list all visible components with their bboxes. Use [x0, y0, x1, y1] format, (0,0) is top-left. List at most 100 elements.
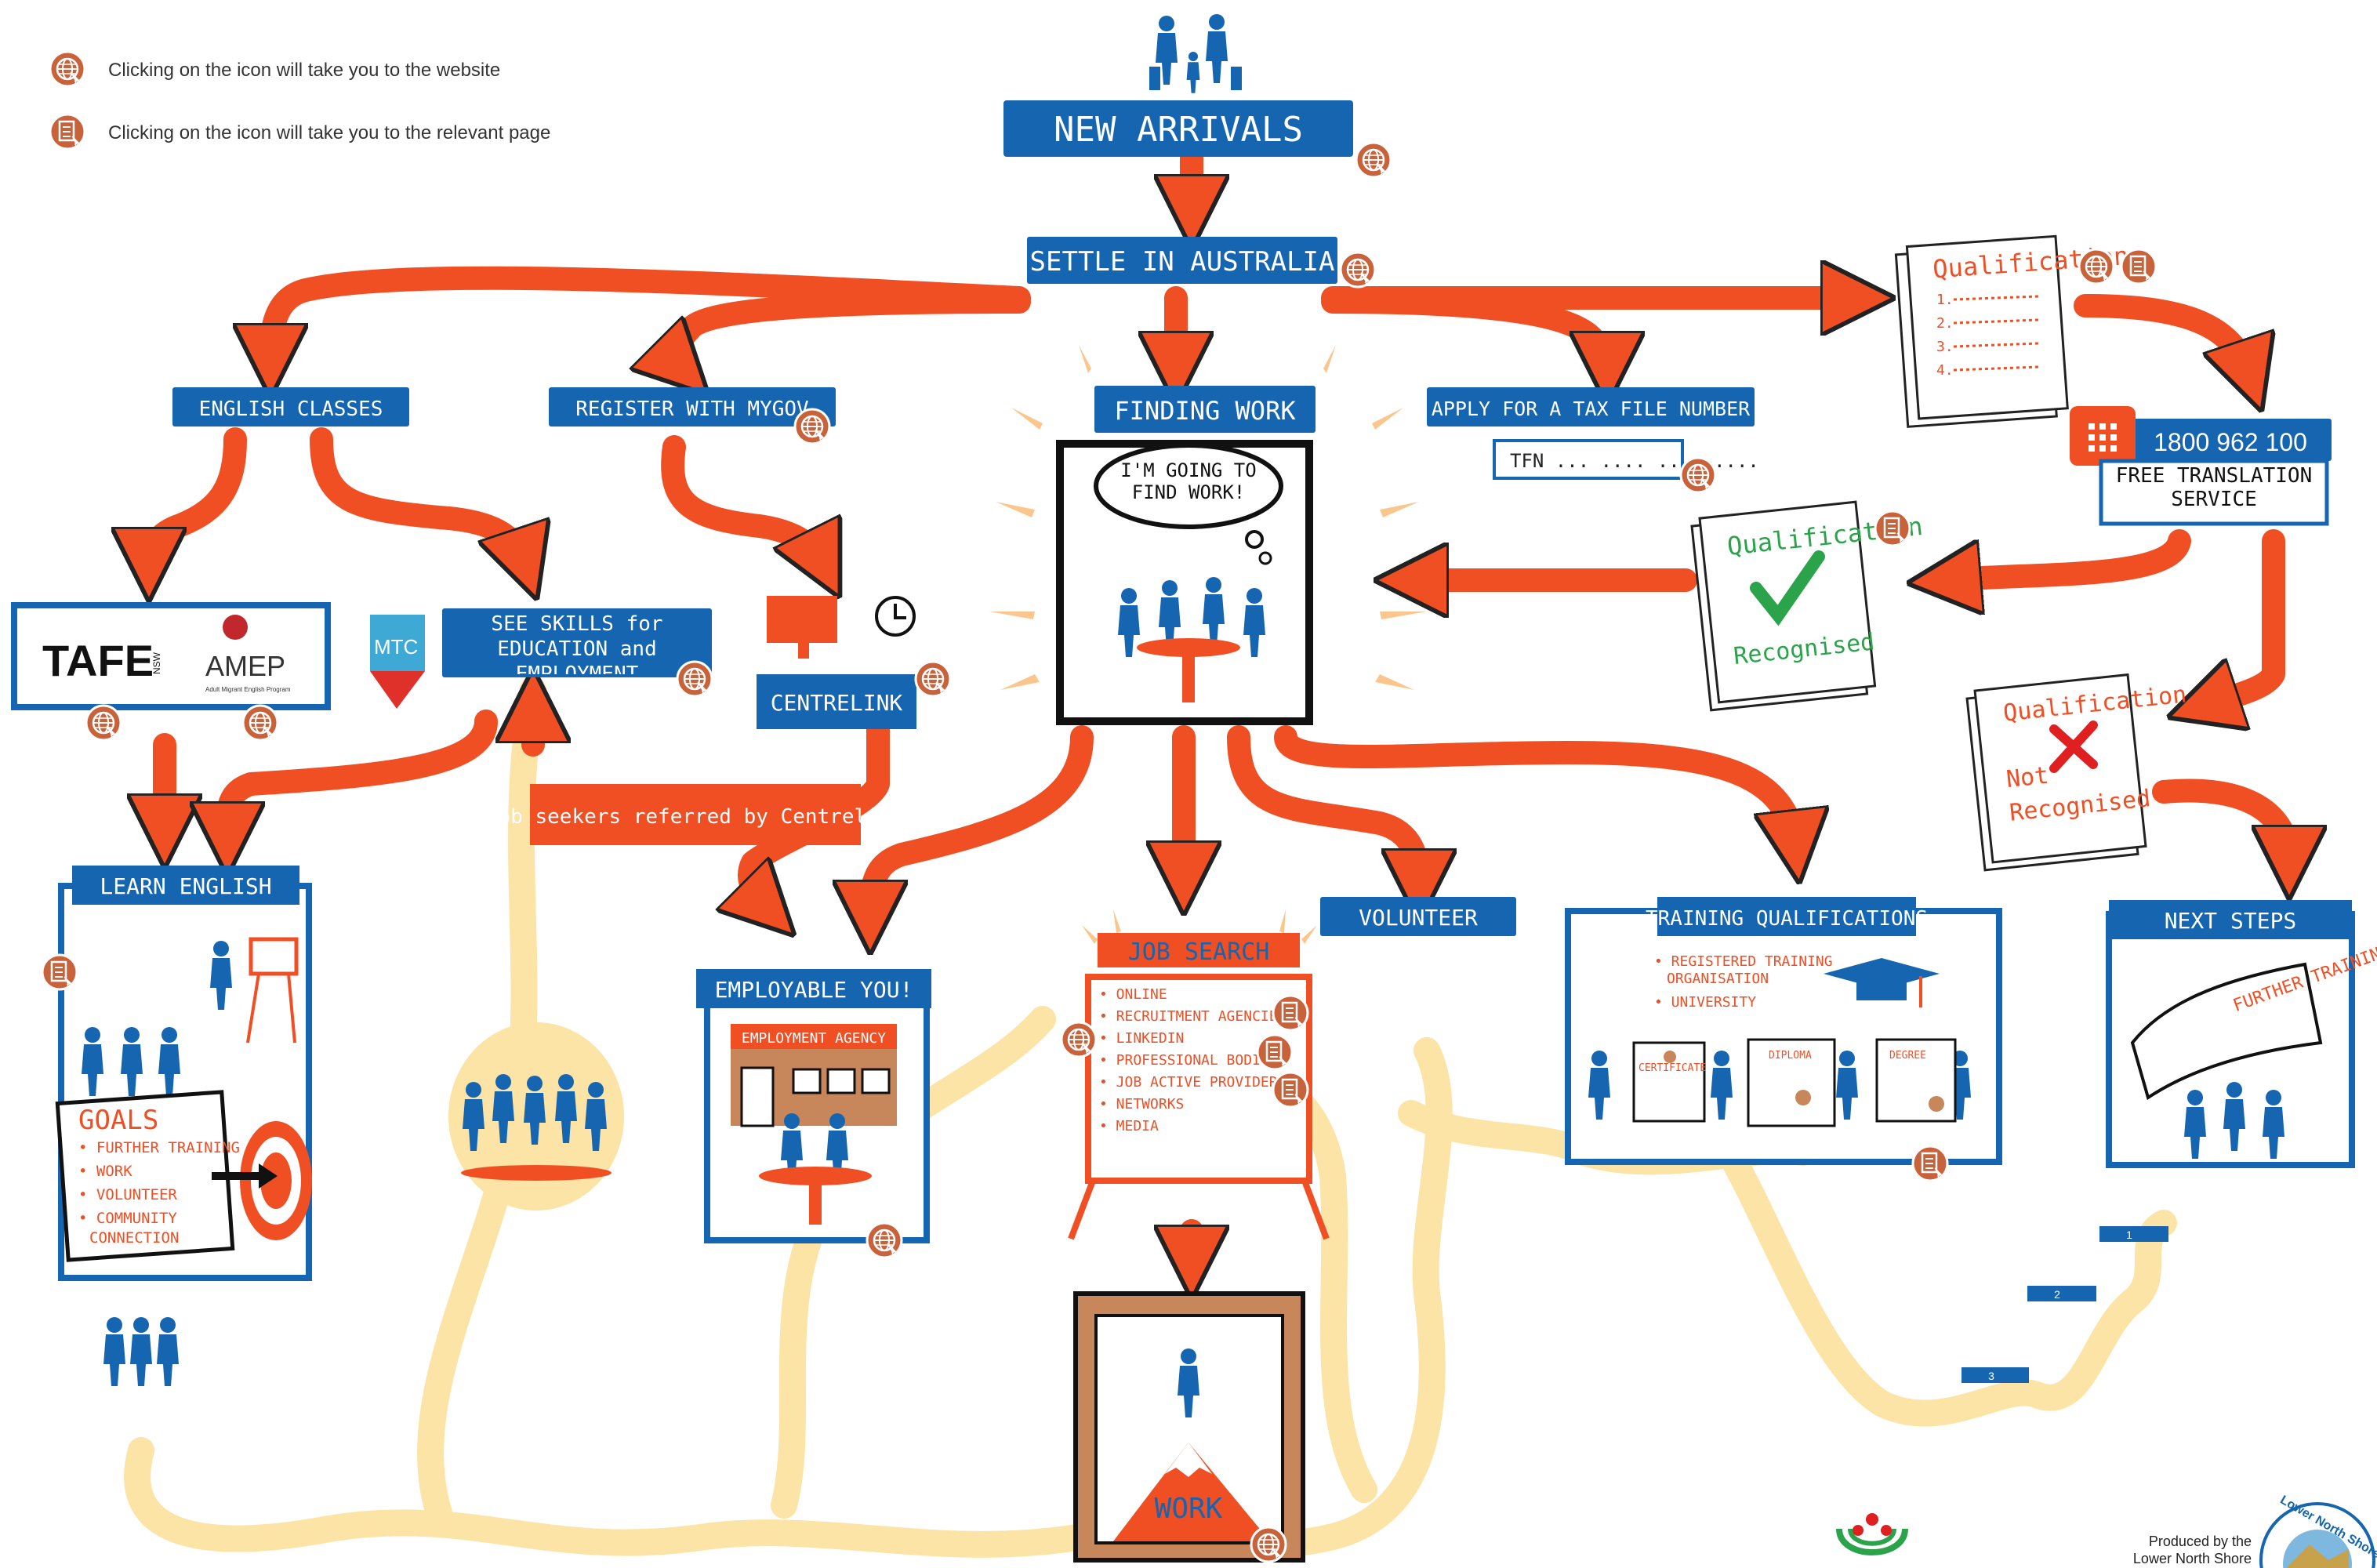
arrows	[149, 145, 2289, 1262]
svg-text:1: 1	[2126, 1229, 2132, 1241]
finding-work-banner: FINDING WORK	[1094, 386, 1316, 433]
globe-icon	[49, 50, 86, 88]
centrelink-label: CENTRELINK	[771, 690, 903, 716]
work-frame: WORK	[1073, 1291, 1305, 1563]
svg-text:4.: 4.	[1936, 362, 1954, 379]
register-mygov-title: REGISTER WITH MYGOV	[575, 397, 808, 421]
legend: Clicking on the icon will take you to th…	[49, 50, 550, 151]
new-arrivals-title: NEW ARRIVALS	[1054, 110, 1303, 150]
produced-by-line1: Produced by the	[2149, 1534, 2252, 1549]
tfn-globe-icon[interactable]	[1679, 456, 1717, 494]
register-mygov-banner: REGISTER WITH MYGOV	[549, 387, 836, 426]
svg-text:• JOB ACTIVE PROVIDERS: • JOB ACTIVE PROVIDERS	[1099, 1074, 1286, 1091]
document-icon	[49, 113, 86, 151]
svg-text:NSW: NSW	[151, 652, 162, 674]
new-arrivals-globe-icon[interactable]	[1355, 141, 1392, 179]
tfn-field: TFN ... .... .... ....	[1493, 439, 1759, 480]
svg-text:TFN ... .... .... ....: TFN ... .... .... ....	[1510, 450, 1759, 472]
learn-english-doc-icon[interactable]	[41, 953, 78, 991]
qualification-doc-icon[interactable]	[2120, 248, 2157, 285]
finding-work-burst	[989, 345, 1427, 690]
svg-text:• NETWORKS: • NETWORKS	[1099, 1096, 1184, 1112]
next-steps-panel: NEXT STEPS FURTHER TRAINING	[2106, 900, 2377, 1168]
svg-text:Adult Migrant English Program: Adult Migrant English Program	[205, 686, 291, 693]
job-seekers-referred: Job seekers referred by Centrelink	[486, 784, 904, 845]
amep-logo-dot	[223, 615, 248, 640]
settle-globe-icon[interactable]	[1339, 251, 1377, 289]
steps: 1 2 3	[1961, 1226, 2168, 1383]
svg-text:GOALS: GOALS	[78, 1105, 158, 1136]
svg-text:• ONLINE: • ONLINE	[1099, 986, 1167, 1003]
employable-globe-icon[interactable]	[866, 1221, 903, 1259]
centrelink-globe-icon[interactable]	[914, 660, 952, 698]
finding-work-title: FINDING WORK	[1114, 396, 1296, 426]
seal-logo: Lower North Shore	[2259, 1494, 2377, 1568]
footer-logo	[1836, 1513, 1908, 1555]
new-arrivals-figures	[1149, 14, 1242, 93]
produced-by-line2: Lower North Shore	[2133, 1551, 2252, 1566]
svg-text:• WORK: • WORK	[78, 1163, 132, 1180]
new-arrivals-banner: NEW ARRIVALS	[1003, 100, 1353, 157]
amep-logo: AMEP	[205, 650, 285, 682]
qualification-globe-icon[interactable]	[2078, 248, 2115, 285]
svg-text:• MEDIA: • MEDIA	[1099, 1118, 1159, 1134]
cross-icon	[2049, 720, 2098, 773]
svg-text:LEARN ENGLISH: LEARN ENGLISH	[100, 873, 271, 899]
amep-globe-icon[interactable]	[241, 704, 279, 742]
svg-text:• REGISTERED TRAINING: • REGISTERED TRAINING	[1654, 953, 1833, 970]
qualification-list-doc: Qualification 1. 2. 3. 4.	[1894, 234, 2130, 428]
svg-text:• UNIVERSITY: • UNIVERSITY	[1654, 994, 1756, 1011]
work-globe-icon[interactable]	[1250, 1526, 1287, 1563]
training-qualifications-panel: TRAINING QUALIFICATIONS • REGISTERED TRA…	[1565, 897, 2002, 1165]
linkedin-globe-icon[interactable]	[1060, 1021, 1098, 1058]
svg-text:• COMMUNITY: • COMMUNITY	[78, 1210, 177, 1227]
svg-text:• FURTHER TRAINING: • FURTHER TRAINING	[78, 1139, 240, 1156]
svg-text:• PROFESSIONAL BODIES: • PROFESSIONAL BODIES	[1099, 1052, 1278, 1069]
tafe-amep-box: TAFE NSW AMEP Adult Migrant English Prog…	[11, 602, 331, 710]
svg-text:DEGREE: DEGREE	[1889, 1050, 1926, 1062]
tafe-logo: TAFE	[42, 636, 154, 685]
skills-group-bubble	[448, 1022, 624, 1210]
see-skills-banner: SEE SKILLS for EDUCATION and EMPLOYMENT	[442, 608, 712, 677]
jobactive-doc-icon[interactable]	[1272, 1071, 1309, 1109]
settle-banner: SETTLE IN AUSTRALIA	[1027, 237, 1337, 284]
svg-text:2.: 2.	[1936, 315, 1954, 332]
svg-text:JOB SEARCH: JOB SEARCH	[1128, 938, 1270, 966]
learn-english-panel: LEARN ENGLISH GOALS • FURTHER TRAINING •…	[55, 866, 312, 1281]
skills-globe-icon[interactable]	[676, 660, 713, 698]
professional-doc-icon[interactable]	[1256, 1033, 1294, 1071]
recruitment-doc-icon[interactable]	[1272, 994, 1309, 1032]
job-search-board: JOB SEARCH • ONLINE • RECRUITMENT AGENCI…	[1068, 909, 1330, 1240]
legend-page-text: Clicking on the icon will take you to th…	[108, 122, 550, 143]
recognised-doc-icon[interactable]	[1874, 510, 1911, 547]
svg-text:• LINKEDIN: • LINKEDIN	[1099, 1030, 1184, 1047]
translation-service: 1800 962 100 FREE TRANSLATION SERVICE	[2070, 406, 2332, 526]
finding-work-frame: I'M GOING TO FIND WORK!	[1056, 440, 1313, 725]
svg-text:2: 2	[2054, 1288, 2060, 1301]
svg-text:Not: Not	[2005, 762, 2050, 793]
svg-text:ORGANISATION: ORGANISATION	[1667, 971, 1769, 987]
svg-text:EMPLOYMENT AGENCY: EMPLOYMENT AGENCY	[742, 1030, 886, 1047]
svg-text:• RECRUITMENT AGENCIES: • RECRUITMENT AGENCIES	[1099, 1008, 1286, 1025]
check-icon	[1750, 550, 1825, 626]
settle-title: SETTLE IN AUSTRALIA	[1030, 246, 1335, 278]
svg-text:VOLUNTEER: VOLUNTEER	[1359, 905, 1478, 931]
thought-bubble-text: I'M GOING TO FIND WORK!	[1120, 459, 1257, 503]
english-classes-banner: ENGLISH CLASSES	[172, 387, 409, 426]
english-learners-figures	[103, 1317, 179, 1386]
centrelink: CENTRELINK	[757, 596, 916, 729]
svg-text:3: 3	[1988, 1370, 1994, 1382]
employable-you-panel: EMPLOYABLE YOU! EMPLOYMENT AGENCY	[696, 969, 931, 1243]
svg-text:1.: 1.	[1936, 292, 1954, 308]
svg-text:CONNECTION: CONNECTION	[89, 1229, 179, 1247]
svg-text:DIPLOMA: DIPLOMA	[1769, 1050, 1812, 1062]
svg-text:Job seekers referred by Centre: Job seekers referred by Centrelink	[486, 805, 904, 829]
legend-website-text: Clicking on the icon will take you to th…	[108, 60, 500, 81]
svg-text:EMPLOYABLE YOU!: EMPLOYABLE YOU!	[715, 977, 913, 1003]
tax-file-banner: APPLY FOR A TAX FILE NUMBER	[1427, 387, 1755, 426]
svg-text:NEXT STEPS: NEXT STEPS	[2165, 908, 2297, 934]
mygov-globe-icon[interactable]	[793, 408, 831, 445]
tafe-globe-icon[interactable]	[85, 704, 122, 742]
mtc-logo: MTC	[370, 615, 425, 709]
training-doc-icon[interactable]	[1911, 1145, 1949, 1182]
